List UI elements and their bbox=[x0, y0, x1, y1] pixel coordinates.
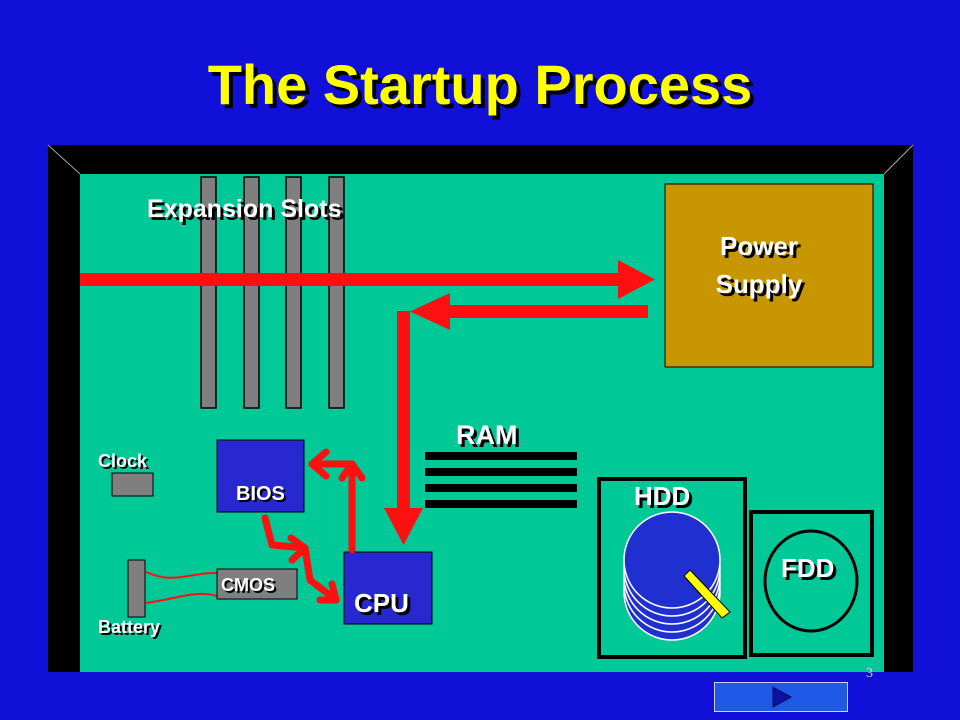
clock-chip bbox=[111, 472, 154, 497]
cmos-label: CMOS bbox=[223, 577, 277, 597]
power-supply bbox=[664, 183, 874, 368]
power-to-cpu-arrow bbox=[384, 293, 648, 545]
expansion-slot bbox=[328, 176, 345, 409]
power-supply-label: Supply bbox=[719, 272, 806, 302]
ram-module bbox=[425, 468, 577, 476]
play-triangle-icon bbox=[772, 686, 793, 708]
battery-wire bbox=[145, 592, 218, 604]
cpu-label: CPU bbox=[357, 591, 412, 621]
hdd-bay bbox=[597, 477, 747, 659]
bios-chip bbox=[216, 439, 305, 513]
ram-module bbox=[425, 500, 577, 508]
expansion-slots-label: Expansion Slots bbox=[150, 198, 344, 226]
slide-title: The Startup Process bbox=[207, 53, 753, 116]
battery-label: Battery bbox=[98, 617, 160, 637]
cpu-to-bios-arrow bbox=[308, 448, 366, 554]
power-supply-label: Power bbox=[720, 231, 798, 261]
fdd-bay bbox=[749, 510, 874, 657]
fdd-label: FDD bbox=[781, 553, 834, 583]
next-slide-button[interactable] bbox=[714, 682, 848, 712]
fdd-label: FDD bbox=[784, 556, 837, 586]
fdd-disk bbox=[763, 529, 859, 633]
expansion-slots-label: Expansion Slots bbox=[147, 195, 341, 223]
hdd-read-head bbox=[683, 569, 731, 619]
ram-module bbox=[425, 484, 577, 492]
case-corner-line bbox=[883, 144, 914, 175]
expansion-slot bbox=[285, 176, 302, 409]
bios-label: BIOS bbox=[236, 483, 285, 505]
hdd-label: HDD bbox=[634, 481, 690, 511]
power-supply-label: Power bbox=[723, 234, 801, 264]
battery-wire bbox=[145, 571, 218, 579]
clock-label: Clock bbox=[100, 453, 150, 473]
power-in-arrow bbox=[80, 260, 655, 299]
cmos-label: CMOS bbox=[221, 575, 275, 595]
ram-label: RAM bbox=[456, 420, 518, 450]
bios-label: BIOS bbox=[238, 485, 287, 507]
battery bbox=[127, 559, 146, 618]
cpu-label: CPU bbox=[354, 588, 409, 618]
ram-label: RAM bbox=[459, 423, 521, 453]
power-supply-label: Supply bbox=[716, 269, 803, 299]
clock-label: Clock bbox=[98, 451, 148, 471]
case-corner-line bbox=[47, 144, 81, 175]
bios-to-cpu-arrow bbox=[261, 514, 340, 604]
ram-module bbox=[425, 452, 577, 460]
battery-label: Battery bbox=[100, 619, 162, 639]
ram-modules bbox=[425, 452, 577, 508]
hdd-platters bbox=[623, 511, 721, 641]
expansion-slot bbox=[200, 176, 217, 409]
cpu-chip bbox=[343, 551, 433, 625]
expansion-slot bbox=[243, 176, 260, 409]
expansion-slots bbox=[200, 176, 345, 409]
hdd-label: HDD bbox=[637, 484, 693, 514]
cmos-chip bbox=[216, 568, 298, 600]
page-number: 3 bbox=[866, 666, 873, 681]
